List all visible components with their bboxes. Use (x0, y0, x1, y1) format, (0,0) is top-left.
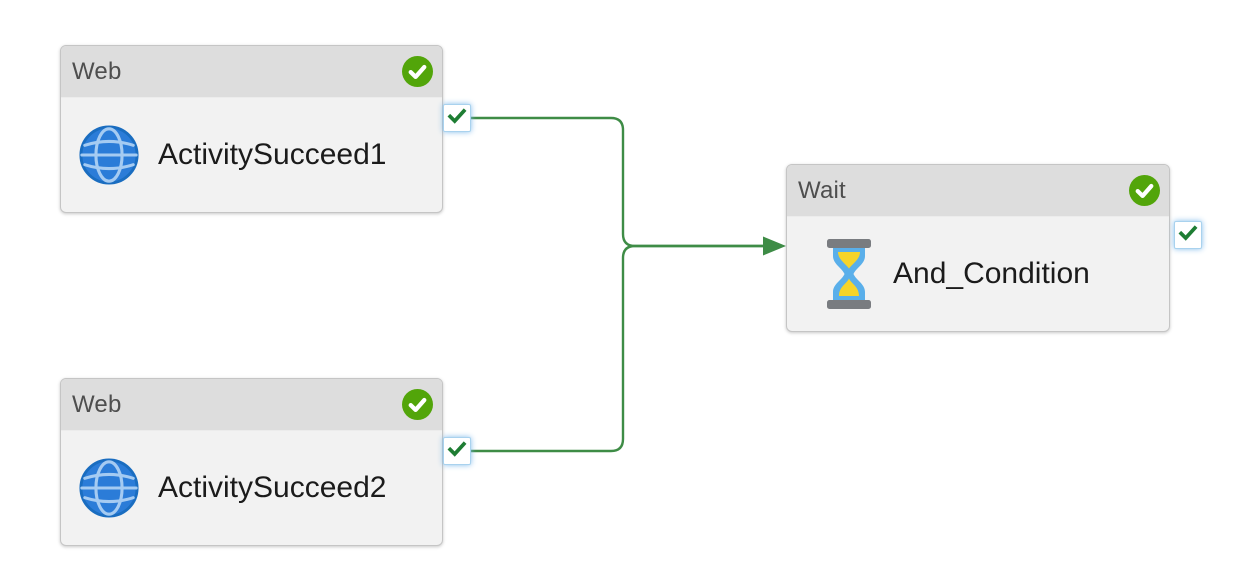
activity-type-label: Web (72, 390, 122, 418)
green-check-icon (446, 105, 468, 132)
activity-node-andcondition[interactable]: Wait And_Condition (786, 164, 1170, 332)
green-check-icon (1177, 222, 1199, 249)
hourglass-icon (826, 239, 872, 309)
activity-name-label: And_Condition (893, 257, 1090, 290)
status-succeeded-icon (402, 56, 433, 87)
globe-icon (78, 457, 140, 519)
activity-name-label: ActivitySucceed2 (158, 471, 387, 504)
activity-body: And_Condition (787, 217, 1169, 331)
activity-body: ActivitySucceed2 (61, 431, 442, 545)
connector-activitysucceed1-to-andcondition[interactable] (471, 116, 764, 248)
status-succeeded-icon (1129, 175, 1160, 206)
activity-header: Wait (787, 165, 1169, 217)
activity-node-activitysucceed1[interactable]: Web ActivityS (60, 45, 443, 213)
success-output-port-andcondition[interactable] (1174, 221, 1202, 249)
activity-type-label: Web (72, 57, 122, 85)
activity-node-activitysucceed2[interactable]: Web ActivityS (60, 378, 443, 546)
activity-header: Web (61, 46, 442, 98)
success-output-port-activitysucceed2[interactable] (443, 437, 471, 465)
globe-icon (78, 124, 140, 186)
activity-header: Web (61, 379, 442, 431)
activity-body: ActivitySucceed1 (61, 98, 442, 212)
activity-type-label: Wait (798, 176, 846, 204)
connector-activitysucceed2-to-andcondition[interactable] (471, 244, 764, 453)
connector-arrowhead-icon (763, 236, 786, 256)
green-check-icon (446, 438, 468, 465)
status-succeeded-icon (402, 389, 433, 420)
activity-name-label: ActivitySucceed1 (158, 138, 387, 171)
success-output-port-activitysucceed1[interactable] (443, 104, 471, 132)
